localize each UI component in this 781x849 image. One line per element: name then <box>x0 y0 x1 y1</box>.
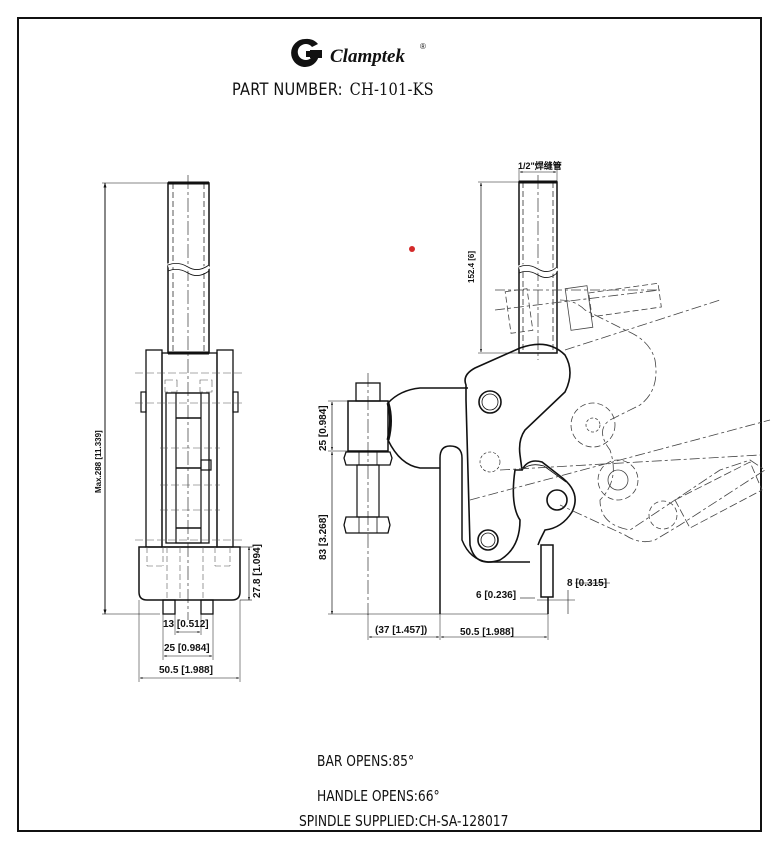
dim-offset: (37 [1.457]) <box>375 625 428 636</box>
dim-base-height: 27.8 [1.094] <box>252 544 263 598</box>
brand-logo: Clamptek <box>288 36 405 70</box>
dim-handle-gap: 6 [0.236] <box>476 590 517 601</box>
drawing-border <box>17 17 762 832</box>
dim-side-base-width: 50.5 [1.988] <box>460 627 514 638</box>
part-number-value: CH-101-KS <box>349 80 434 100</box>
part-number-label: PART NUMBER: <box>232 80 343 100</box>
dim-tube-length: 152.4 [6] <box>467 250 476 283</box>
dim-pin-outer: 25 [0.984] <box>164 643 210 654</box>
clamptek-g-logo-icon <box>288 38 322 68</box>
note-bar-opens: BAR OPENS:85° <box>317 752 415 770</box>
red-marker-dot <box>409 246 415 252</box>
dim-front-base-width: 50.5 [1.988] <box>159 665 213 676</box>
note-spindle-supplied: SPINDLE SUPPLIED:CH-SA-128017 <box>299 812 509 830</box>
dim-handle-width: 8 [0.315] <box>567 578 608 589</box>
dim-overall-height: Max.288 [11.339] <box>94 430 103 493</box>
dim-pin-inner: 13 [0.512] <box>163 619 209 630</box>
note-handle-opens: HANDLE OPENS:66° <box>317 787 440 805</box>
dim-mount-height: 83 [3.268] <box>318 514 329 560</box>
side-view <box>328 168 771 640</box>
part-number: PART NUMBER: CH-101-KS <box>232 80 434 100</box>
dim-spindle-height: 25 [0.984] <box>318 405 329 451</box>
registered-mark: ® <box>420 42 426 51</box>
brand-name: Clamptek <box>330 46 405 67</box>
dim-tube-label: 1/2"焊缝管 <box>518 161 562 171</box>
front-view <box>102 175 252 682</box>
